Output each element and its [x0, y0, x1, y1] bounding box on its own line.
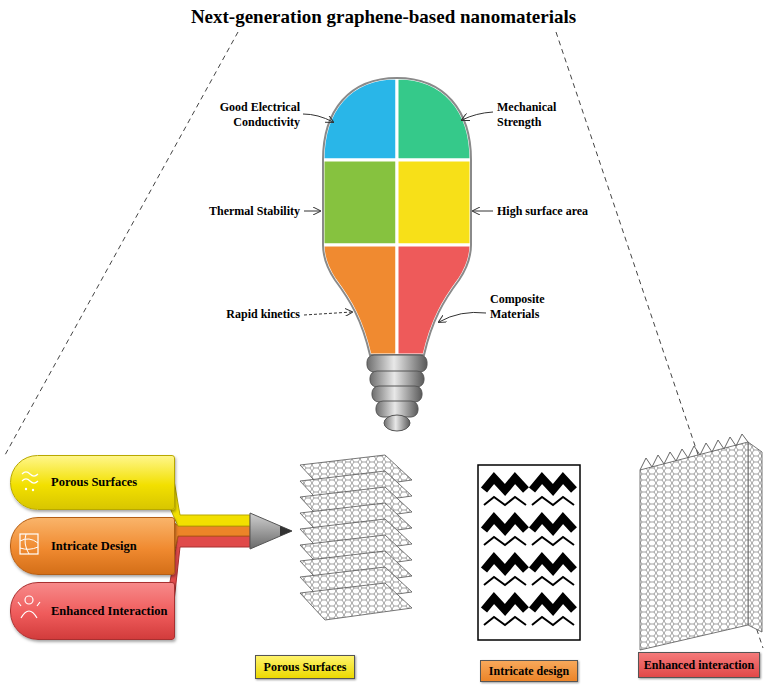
leader-arrow	[303, 114, 333, 122]
zigzag	[532, 478, 574, 490]
zigzag	[484, 497, 526, 505]
caption-box: Intricate design	[480, 660, 578, 682]
zigzag	[532, 598, 574, 610]
bulb-segment	[323, 160, 397, 245]
property-label: Thermal Stability	[190, 204, 300, 219]
bulb-segment	[323, 78, 397, 160]
dashed-guide	[5, 32, 238, 455]
leader-arrow	[304, 211, 320, 212]
node-text: Intricate Design	[51, 539, 137, 554]
bulb-outline	[323, 78, 471, 355]
zigzag	[484, 598, 526, 610]
interaction-icon	[25, 596, 33, 604]
caption-box: Enhanced interaction	[638, 652, 760, 678]
leader-arrow	[304, 312, 352, 315]
node-text: Enhanced interaction	[644, 658, 754, 673]
bulb-base	[384, 415, 410, 431]
leader-arrow	[439, 312, 486, 322]
zigzag	[532, 577, 574, 585]
zigzag	[484, 478, 526, 490]
node-text: Enhanced Interaction	[51, 604, 167, 619]
pencil-band: Porous Surfaces	[10, 455, 175, 510]
graphene-array	[748, 442, 762, 632]
pencil-lead	[280, 526, 292, 536]
zigzag	[532, 518, 574, 530]
bulb-segment	[397, 78, 471, 160]
pencil-tip	[250, 513, 292, 549]
design-frame	[478, 465, 580, 640]
porous-icon	[32, 489, 34, 491]
node-text: Intricate design	[489, 664, 569, 679]
design-icon	[20, 534, 38, 554]
bulb-base	[370, 371, 424, 387]
diagram-title: Next-generation graphene-based nanomater…	[0, 6, 767, 28]
graphene-sheet	[300, 583, 412, 620]
zigzag	[484, 558, 526, 570]
design-icon	[20, 534, 38, 554]
porous-icon	[25, 488, 27, 490]
node-text: Porous Surfaces	[51, 475, 137, 490]
pencil-band: Intricate Design	[10, 517, 175, 575]
node-text: Porous Surfaces	[264, 660, 347, 675]
bulb-base	[367, 355, 427, 372]
pencil-body	[170, 519, 250, 573]
sheet-edges	[640, 434, 748, 470]
property-label: High surface area	[497, 204, 617, 219]
zigzag	[532, 617, 574, 625]
leader-arrow	[473, 211, 493, 212]
caption-box: Porous Surfaces	[255, 655, 355, 679]
property-label: Rapid kinetics	[190, 307, 300, 322]
property-label: Mechanical Strength	[497, 100, 587, 130]
pencil-body	[170, 536, 250, 638]
property-label: Composite Materials	[490, 292, 580, 322]
bulb-base	[372, 386, 422, 402]
zigzag	[532, 558, 574, 570]
property-label: Good Electrical Conductivity	[200, 100, 300, 130]
leader-arrow	[462, 112, 493, 120]
bulb-segment	[323, 245, 397, 355]
pencil-band: Enhanced Interaction	[10, 582, 175, 640]
zigzag	[484, 537, 526, 545]
pencil-body	[170, 457, 250, 526]
zigzag	[532, 497, 574, 505]
porous-icon	[22, 472, 38, 483]
bulb-segment	[397, 160, 471, 245]
interaction-icon	[18, 602, 40, 618]
zigzag	[532, 537, 574, 545]
zigzag	[484, 577, 526, 585]
zigzag	[484, 617, 526, 625]
zigzag	[484, 518, 526, 530]
bulb-segment	[397, 245, 471, 355]
graphene-array	[640, 442, 748, 650]
